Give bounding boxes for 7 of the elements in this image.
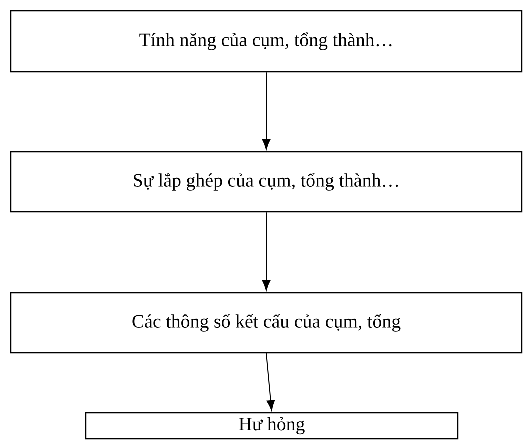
process-box: Sự lắp ghép của cụm, tổng thành… bbox=[10, 151, 523, 213]
arrow bbox=[266, 353, 276, 411]
process-box: Các thông số kết cấu của cụm, tổng bbox=[10, 292, 523, 354]
arrow bbox=[262, 72, 271, 150]
process-box: Hư hỏng bbox=[85, 412, 459, 440]
process-box: Tính năng của cụm, tổng thành… bbox=[10, 10, 523, 73]
arrow bbox=[262, 212, 271, 291]
